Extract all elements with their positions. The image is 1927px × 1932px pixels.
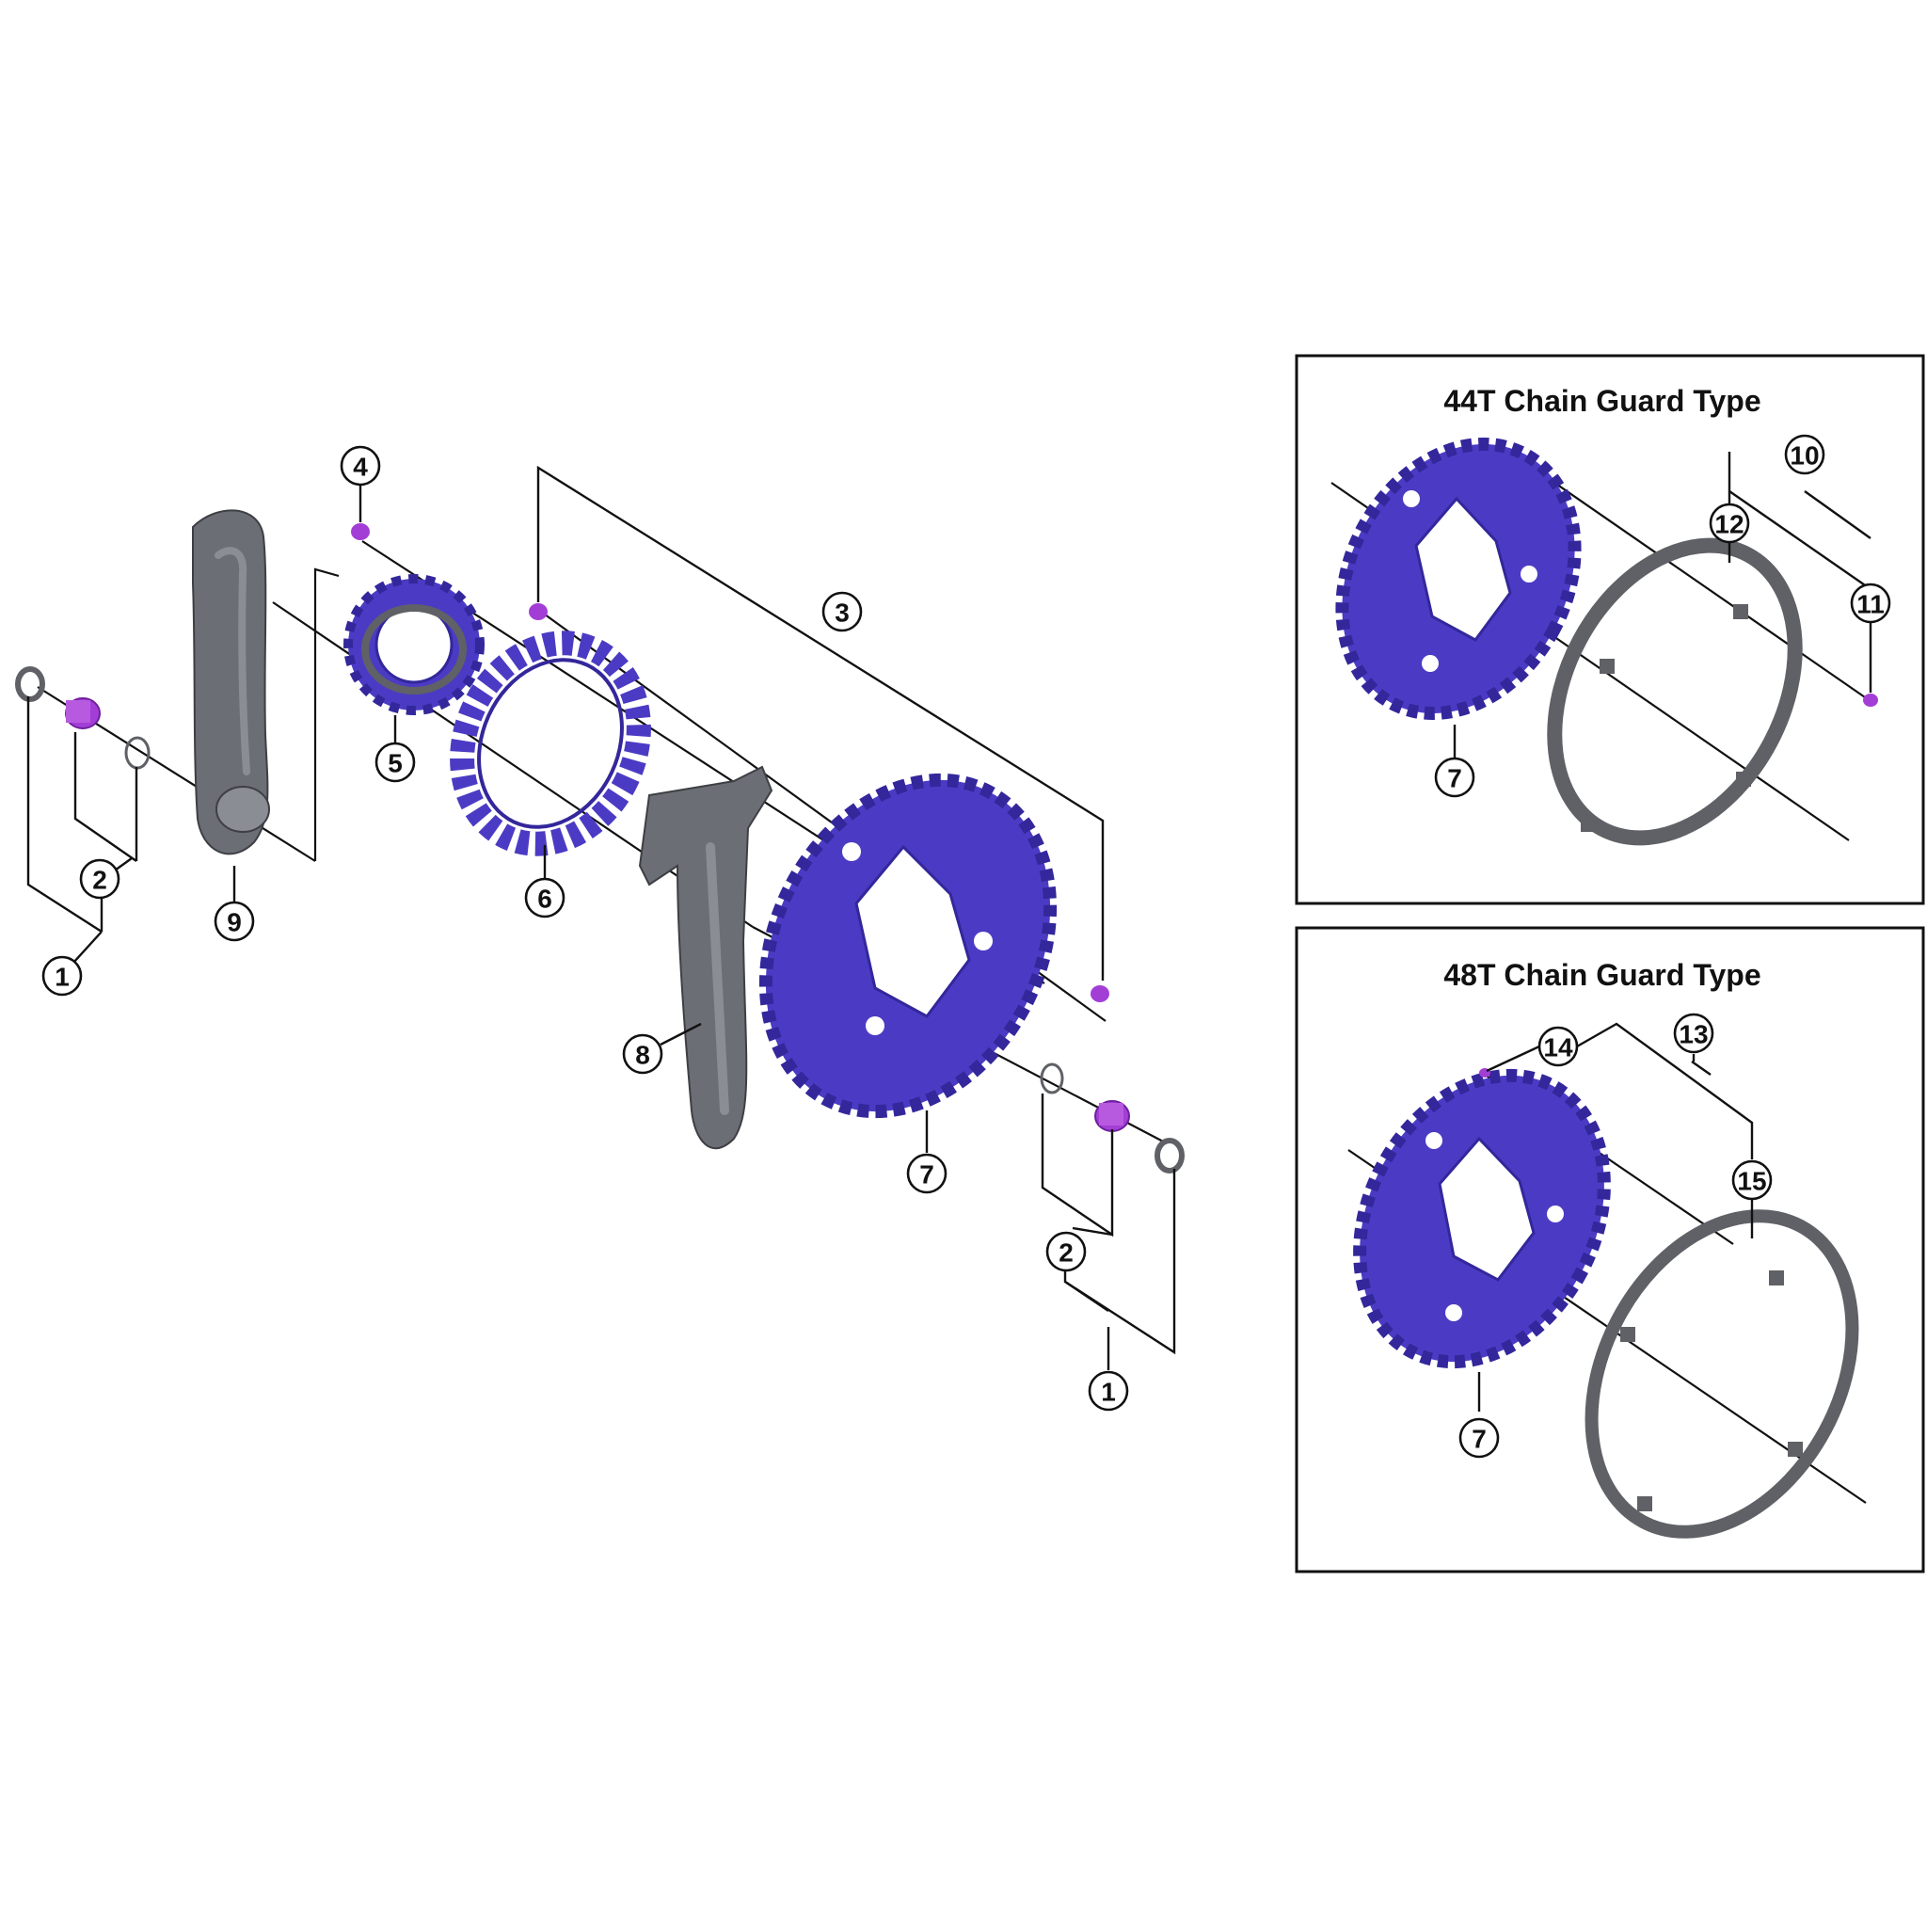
right-crank-arm: [638, 765, 773, 1150]
crank-bolt-left: [65, 697, 101, 729]
callout-1-right: 1: [1088, 1370, 1129, 1412]
bolt-3-bottom: [1091, 985, 1109, 1002]
chainring-middle-6: [450, 631, 651, 856]
box-44t-title: 44T Chain Guard Type: [1443, 384, 1760, 418]
svg-text:1: 1: [1101, 1378, 1116, 1407]
svg-text:14: 14: [1543, 1033, 1573, 1062]
bolt-4: [351, 523, 370, 540]
svg-text:10: 10: [1790, 441, 1819, 471]
washer-right-inner: [1040, 1062, 1064, 1094]
callout-11: 11: [1850, 583, 1891, 624]
callout-3: 3: [821, 591, 863, 632]
callout-6: 6: [524, 877, 565, 918]
callout-9: 9: [214, 901, 255, 942]
callout-12: 12: [1709, 503, 1750, 544]
left-crank-arm: [192, 509, 270, 855]
chainring-48t: [1353, 1068, 1611, 1369]
callout-7: 7: [906, 1153, 948, 1194]
right-washers: [1040, 1062, 1185, 1174]
svg-text:7: 7: [919, 1160, 934, 1190]
box-48t-chain-guard: 48T Chain Guard Type 14 13 15 7: [1295, 926, 1925, 1573]
chainring-44t: [1335, 437, 1582, 721]
callout-14: 14: [1537, 1026, 1579, 1067]
svg-text:3: 3: [835, 599, 850, 628]
crank-bolt-right: [1094, 1100, 1130, 1132]
callout-2-left: 2: [79, 858, 120, 900]
box-48t-title: 48T Chain Guard Type: [1443, 958, 1760, 992]
svg-text:5: 5: [388, 749, 403, 778]
svg-text:11: 11: [1856, 590, 1885, 619]
svg-text:15: 15: [1737, 1167, 1766, 1196]
callout-1-left: 1: [41, 955, 83, 997]
bolt-3-top: [529, 603, 548, 620]
chainring-bolts: [351, 523, 1109, 1002]
washer-left-inner: [124, 736, 151, 770]
svg-text:9: 9: [227, 908, 242, 937]
svg-text:7: 7: [1447, 764, 1462, 793]
callout-10: 10: [1784, 434, 1825, 475]
chainring-small-5: [343, 574, 485, 715]
svg-text:1: 1: [55, 963, 70, 992]
main-callouts: 1 2 9 4 5 6 3 8 7 2 1: [41, 445, 1129, 1412]
chain-guard-48t: [1585, 1209, 1859, 1539]
svg-text:12: 12: [1714, 510, 1744, 539]
callout-4: 4: [340, 445, 381, 487]
svg-text:7: 7: [1472, 1425, 1487, 1454]
callout-8: 8: [622, 1033, 663, 1075]
callout-13: 13: [1673, 1013, 1714, 1054]
callout-5: 5: [374, 742, 416, 783]
left-washers: [15, 666, 151, 770]
callout-15: 15: [1731, 1159, 1773, 1201]
svg-text:4: 4: [353, 453, 368, 482]
box-44t-chain-guard: 44T Chain Guard Type 10 12 11 7: [1295, 354, 1925, 905]
svg-text:8: 8: [635, 1041, 650, 1070]
chainring-large-7: [758, 773, 1058, 1119]
callout-7-48t: 7: [1458, 1417, 1500, 1459]
callout-7-44t: 7: [1434, 757, 1475, 798]
chain-guard-44t: [1547, 537, 1803, 846]
svg-text:2: 2: [92, 866, 107, 895]
callout-2-right: 2: [1045, 1231, 1087, 1272]
washer-right-outer: [1155, 1138, 1185, 1174]
bolt-11: [1863, 694, 1878, 707]
washer-left-outer: [15, 666, 45, 702]
svg-text:13: 13: [1679, 1020, 1708, 1049]
svg-text:6: 6: [537, 885, 552, 914]
svg-text:2: 2: [1059, 1238, 1074, 1268]
